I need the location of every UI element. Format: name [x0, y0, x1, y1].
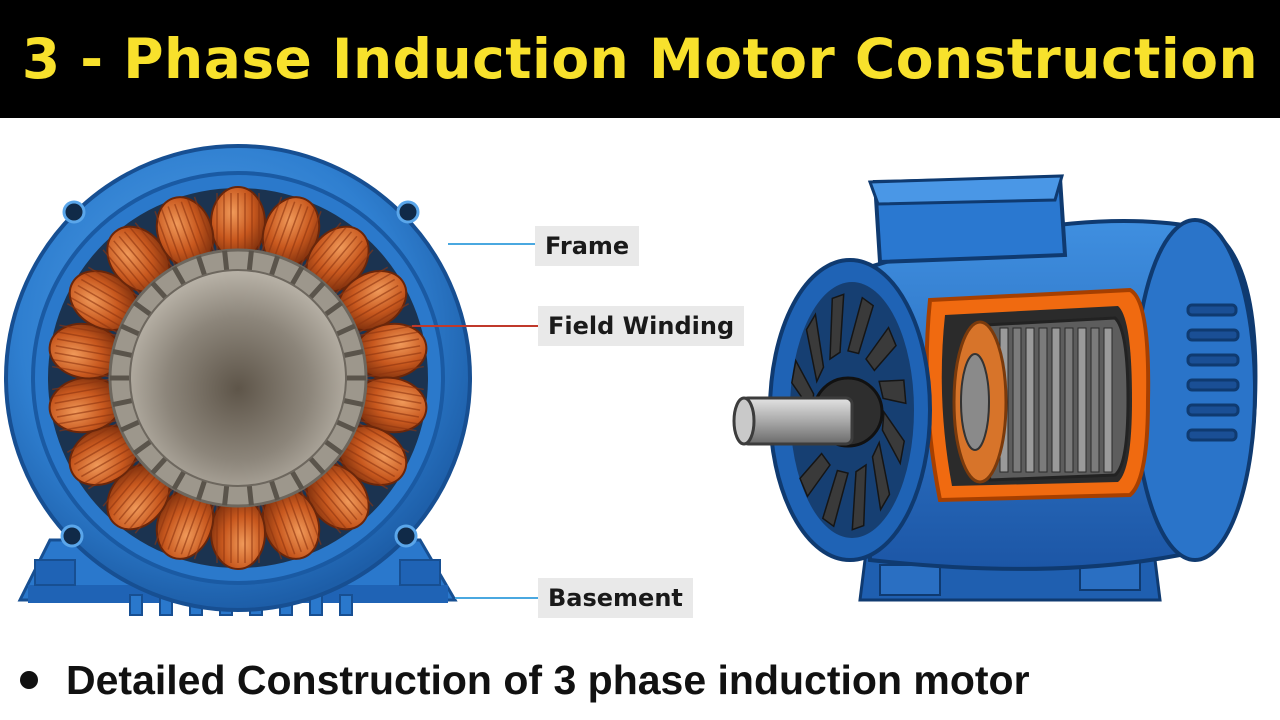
fan-blade [805, 312, 825, 384]
label-field-winding: Field Winding [538, 306, 745, 346]
fan-blade [881, 409, 905, 466]
stator-slot [308, 456, 326, 475]
stator-slot [323, 300, 344, 317]
fan-blade [865, 326, 897, 372]
stator-slot [335, 419, 356, 433]
stator-slot [196, 255, 207, 277]
stator-slot [112, 348, 133, 358]
stator-slot [343, 348, 364, 358]
copper-coil [210, 186, 266, 260]
stator-slot [222, 250, 230, 271]
stator-slot [171, 470, 187, 491]
motor-cutaway [732, 174, 1258, 602]
fan-blade [799, 452, 831, 498]
copper-coil [66, 266, 141, 335]
stator-slot [335, 323, 356, 337]
stator-slot [150, 281, 168, 300]
rotor-bar [1038, 327, 1048, 473]
stator-slot [308, 281, 326, 300]
stator-slot [323, 439, 344, 456]
stator-slot [246, 250, 254, 271]
fan-blade [829, 293, 845, 361]
rotor-bar [1012, 327, 1022, 473]
copper-coil [102, 222, 175, 297]
fan-blade [847, 296, 875, 355]
fan-blade [878, 379, 907, 405]
title-bar: 3 - Phase Induction Motor Construction [0, 0, 1280, 118]
rotor-bar [1103, 327, 1113, 473]
copper-coil [66, 421, 141, 490]
copper-coil [102, 459, 175, 534]
copper-coil [260, 196, 322, 269]
rotor-bar [1090, 327, 1100, 473]
stator-slot [150, 456, 168, 475]
stator-slot [343, 398, 364, 408]
stator-slot [269, 479, 280, 501]
field-winding-coils [48, 186, 428, 570]
stator-slot [120, 419, 141, 433]
fan-blade [821, 469, 849, 528]
bolt-holes [60, 200, 420, 548]
stator-slot [289, 265, 305, 286]
caption: Detailed Construction of 3 phase inducti… [20, 652, 1030, 708]
stator-slot [132, 300, 153, 317]
fan-blade [871, 440, 891, 512]
stator-bore [129, 269, 347, 487]
copper-coil [260, 487, 322, 560]
rotor-bar [1025, 327, 1035, 473]
stator-slot [112, 398, 133, 408]
label-frame: Frame [535, 226, 640, 266]
fan-blade [851, 463, 867, 531]
stator-view [4, 144, 472, 616]
copper-coil [353, 322, 428, 380]
copper-coil [210, 496, 266, 570]
copper-coil [301, 459, 374, 534]
motor-shaft [732, 396, 854, 446]
stator-slot [171, 265, 187, 286]
stator-slot [246, 485, 254, 506]
copper-coil [154, 487, 216, 560]
rotor-bar [1051, 327, 1061, 473]
bullet-point [20, 671, 38, 689]
rotor-bar [1077, 327, 1087, 473]
stator-slot [132, 439, 153, 456]
motor-illustration [4, 144, 1258, 616]
rotor [979, 316, 1130, 482]
stator-slot [269, 255, 280, 277]
stator-slot [196, 479, 207, 501]
copper-coil [48, 376, 123, 434]
rotor-bar [1064, 327, 1074, 473]
page-title: 3 - Phase Induction Motor Construction [21, 27, 1259, 91]
stator-slot [222, 485, 230, 506]
label-basement: Basement [538, 578, 693, 618]
caption-text: Detailed Construction of 3 phase inducti… [66, 656, 1030, 703]
copper-coil [301, 222, 374, 297]
copper-coil [154, 196, 216, 269]
stator-slot [289, 470, 305, 491]
stator-teeth [110, 250, 366, 506]
stator-slot [120, 323, 141, 337]
